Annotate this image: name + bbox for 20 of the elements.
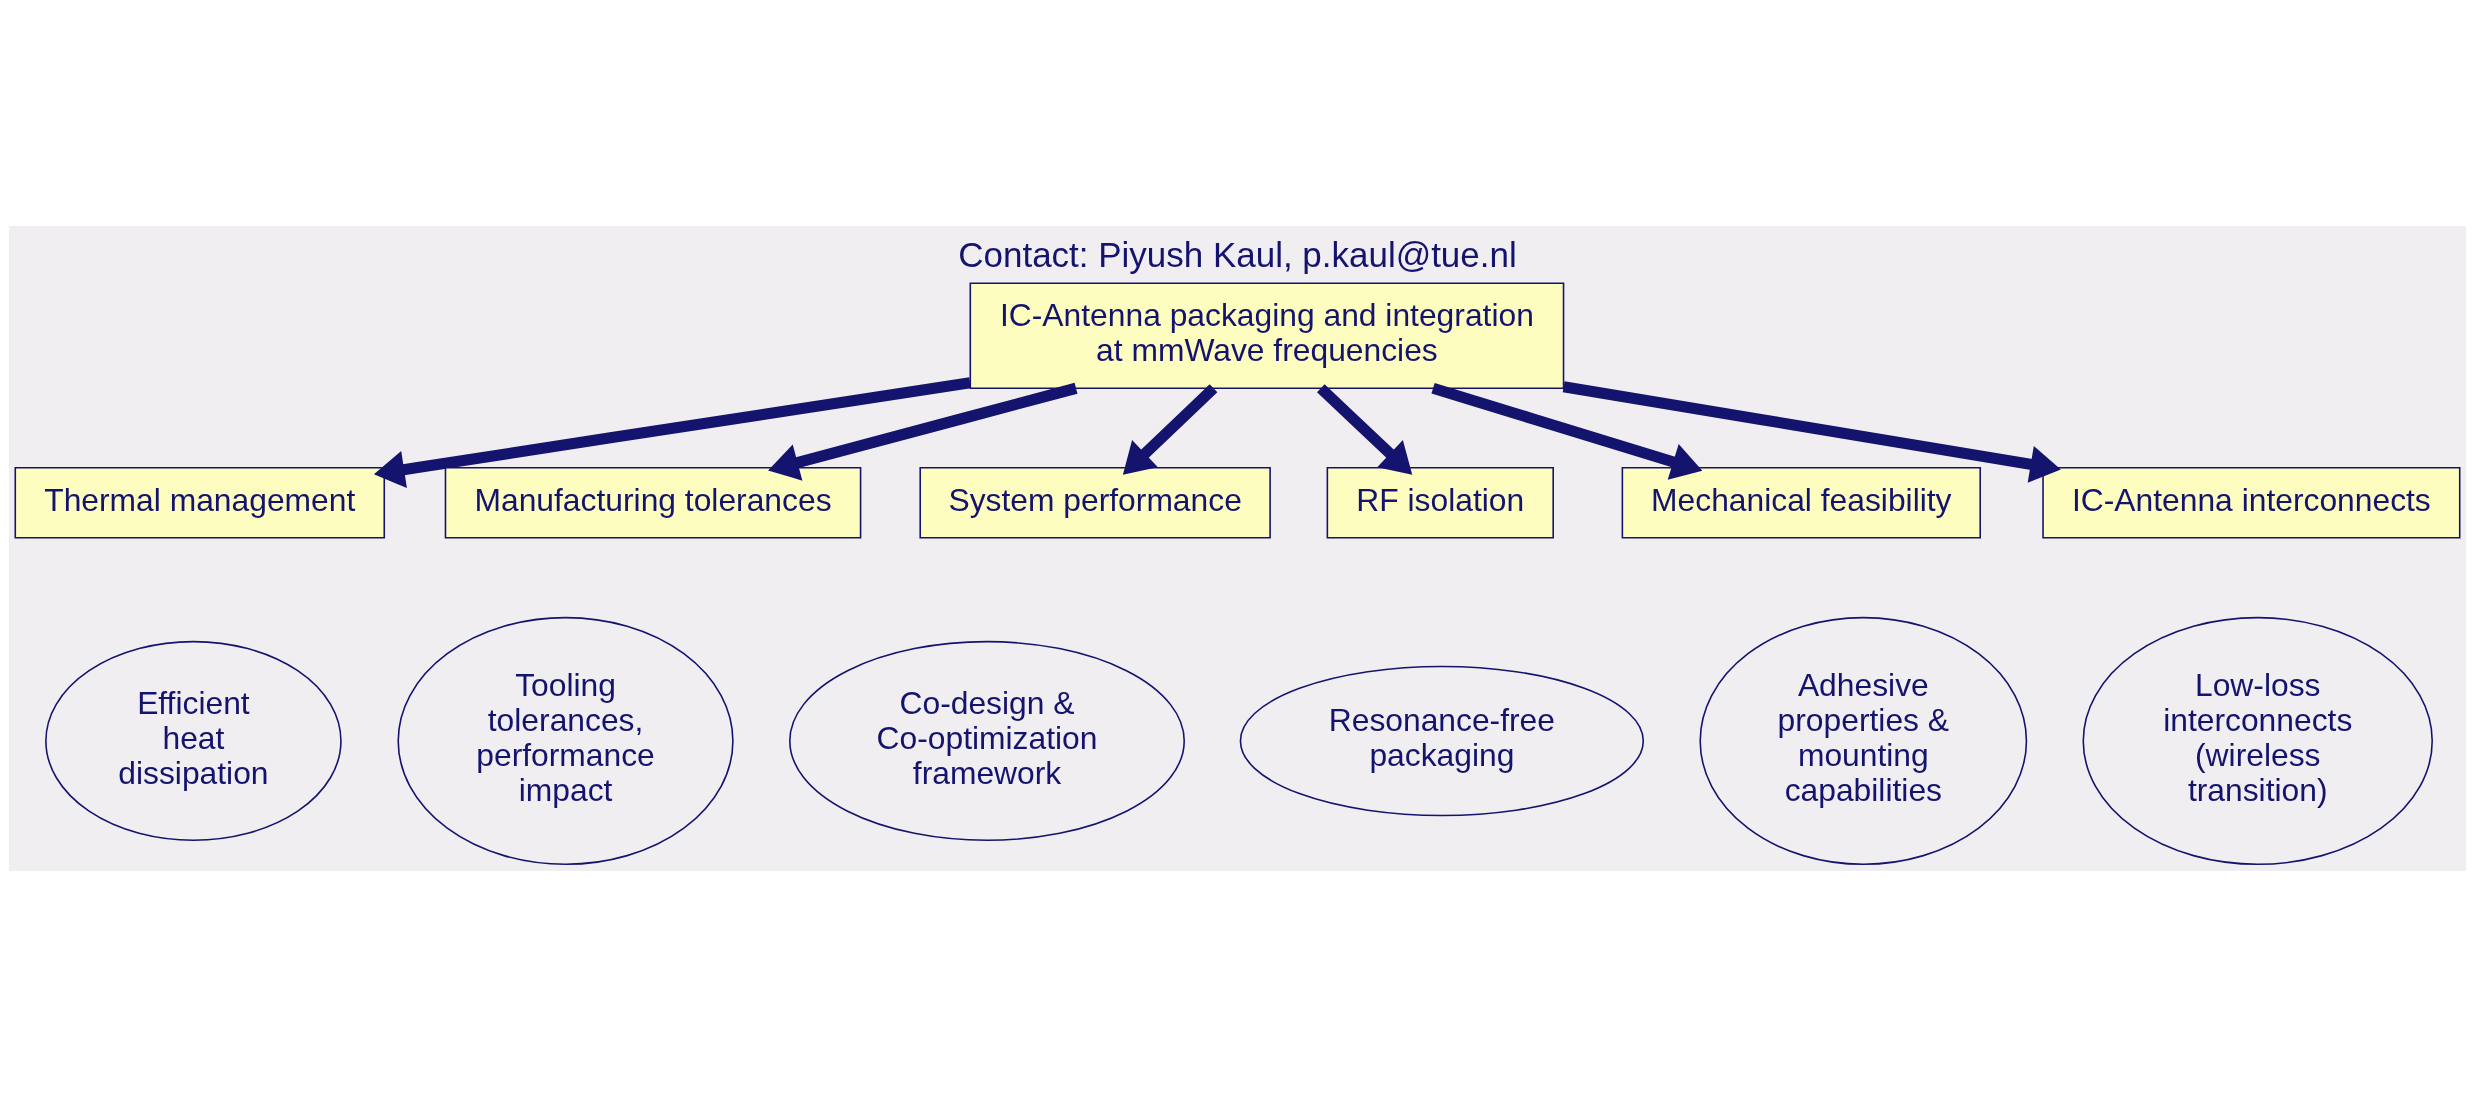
node-ellipse: Efficient heat dissipation [45,640,342,841]
node-ellipse: Co-design & Co-optimization framework [789,640,1185,841]
node-box: Mechanical feasibility [1621,466,1981,538]
node-ellipse: Adhesive properties & mounting capabilities [1699,616,2028,865]
node-box: System performance [919,466,1271,538]
node-box: Thermal management [14,466,386,538]
arrow [1122,383,1218,475]
node-box: IC-Antenna packaging and integration at mmWave frequencies [969,281,1565,389]
diagram-title: Contact: Piyush Kaul, p.kaul@tue.nl [958,234,1517,274]
node-box: RF isolation [1326,466,1554,538]
arrow [768,382,1078,481]
node-box: IC-Antenna interconnects [2042,466,2461,538]
arrow [1562,380,2061,483]
arrow [373,376,971,488]
node-ellipse: Low-loss interconnects (wireless transition) [2082,616,2433,865]
node-ellipse: Tooling tolerances, performance impact [397,616,734,865]
arrow [1317,383,1413,475]
node-ellipse: Resonance-free packaging [1239,665,1645,816]
node-box: Manufacturing tolerances [444,466,862,538]
arrow [1431,382,1703,480]
